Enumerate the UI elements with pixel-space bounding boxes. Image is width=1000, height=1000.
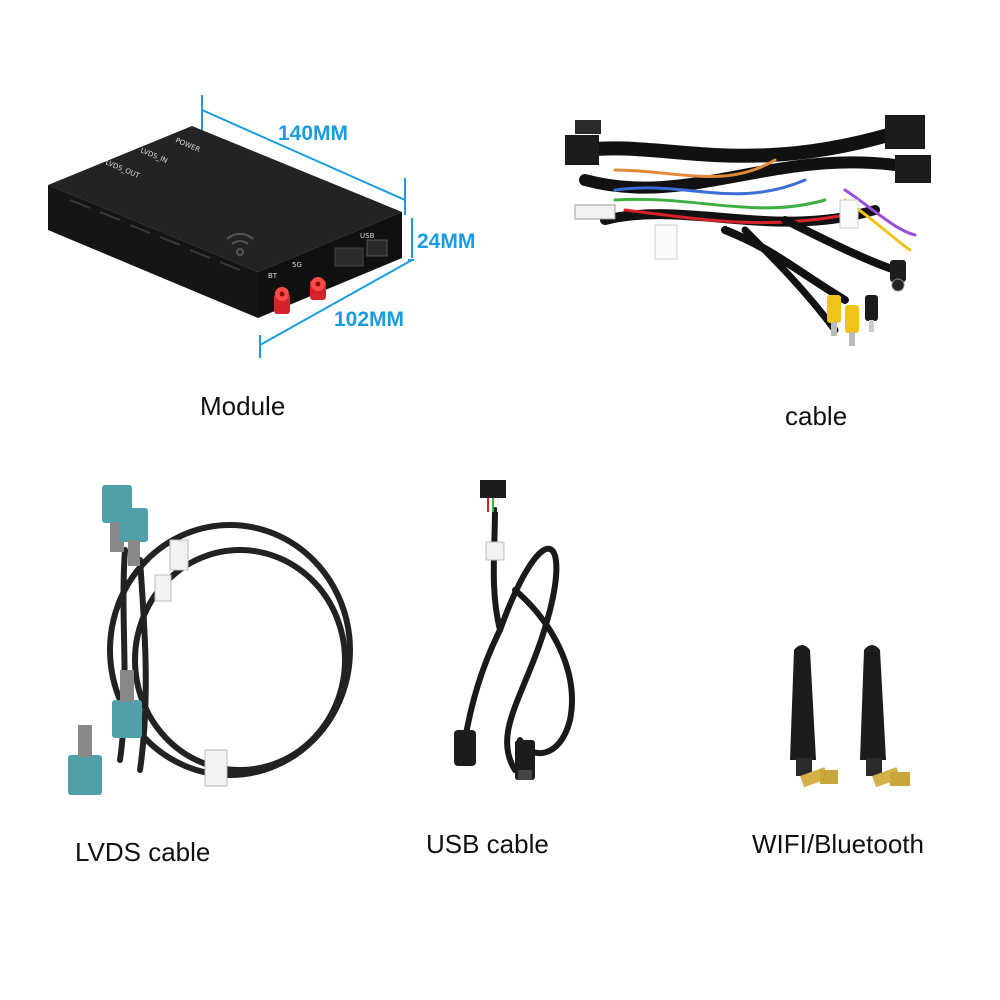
lvds-tag-3: [204, 749, 228, 787]
antenna-panel: [780, 640, 940, 810]
dimension-width: 102MM: [334, 308, 404, 331]
cable-panel: [545, 100, 965, 360]
harness-connector-2: [575, 120, 601, 134]
usb-port-icon: [366, 239, 388, 257]
usb-cable-panel: [440, 470, 610, 800]
antenna-connector-bt-icon: [274, 287, 290, 314]
harness-connector-5: [574, 204, 616, 220]
wireless-logo-icon: [226, 232, 254, 256]
usb-cable-wires: [462, 507, 575, 773]
dimension-lines: [201, 95, 414, 358]
fakra-connector-bottom-1-icon: [112, 670, 142, 738]
lvds-cable-wires: [107, 522, 353, 778]
module-vents: [69, 199, 241, 271]
caption-module: Module: [200, 391, 286, 421]
rca-plug-black-icon: [865, 295, 878, 332]
harness-tag-2: [839, 199, 859, 229]
lvds-cable-panel: [60, 470, 390, 810]
usb-tag: [485, 541, 505, 561]
lvds-tag-2: [154, 574, 172, 602]
module-image: POWER LVDS_IN LVDS_OUT BT 5G USB 140MM 2…: [48, 95, 475, 358]
module-top: [48, 126, 402, 272]
5g-label: 5G: [292, 261, 302, 269]
usb-cable-image: [454, 480, 575, 780]
harness-connector-4: [895, 155, 931, 183]
antenna-connector-5g-icon: [310, 277, 326, 300]
harness-connector-3: [885, 115, 925, 149]
antenna-2-icon: [860, 645, 910, 788]
caption-usb-cable: USB cable: [426, 829, 549, 859]
module-left-side: [48, 185, 258, 318]
module-front: [258, 212, 402, 318]
rca-plug-yellow-2-icon: [845, 305, 859, 346]
antenna-1-icon: [790, 645, 838, 788]
harness-connector-1: [565, 135, 599, 165]
audio-jack-icon: [890, 260, 906, 292]
lvds-port-icon: [334, 247, 364, 267]
antenna-image: [790, 645, 910, 788]
caption-wifi-bluetooth: WIFI/Bluetooth: [752, 829, 924, 859]
dimension-length: 140MM: [278, 122, 348, 145]
usb-jack-icon: [454, 730, 476, 766]
fakra-connector-top-2-icon: [120, 508, 148, 566]
usb-label: USB: [360, 232, 375, 240]
caption-cable: cable: [785, 401, 848, 431]
fakra-connector-bottom-2-icon: [68, 725, 102, 795]
bt-label: BT: [268, 272, 278, 280]
harness-tag: [654, 224, 678, 260]
lvds-cable-image: [68, 485, 353, 795]
module-panel: POWER LVDS_IN LVDS_OUT BT 5G USB 140MM 2…: [30, 80, 480, 380]
harness-wires: [578, 123, 931, 334]
usb-female-connector-icon: [515, 740, 535, 780]
harness-image: [565, 115, 931, 346]
rca-plug-yellow-1-icon: [827, 295, 841, 336]
usb-header-connector-icon: [480, 480, 506, 512]
lvds-tag-1: [169, 539, 189, 571]
dimension-height: 24MM: [417, 230, 475, 253]
caption-lvds-cable: LVDS cable: [75, 837, 211, 867]
